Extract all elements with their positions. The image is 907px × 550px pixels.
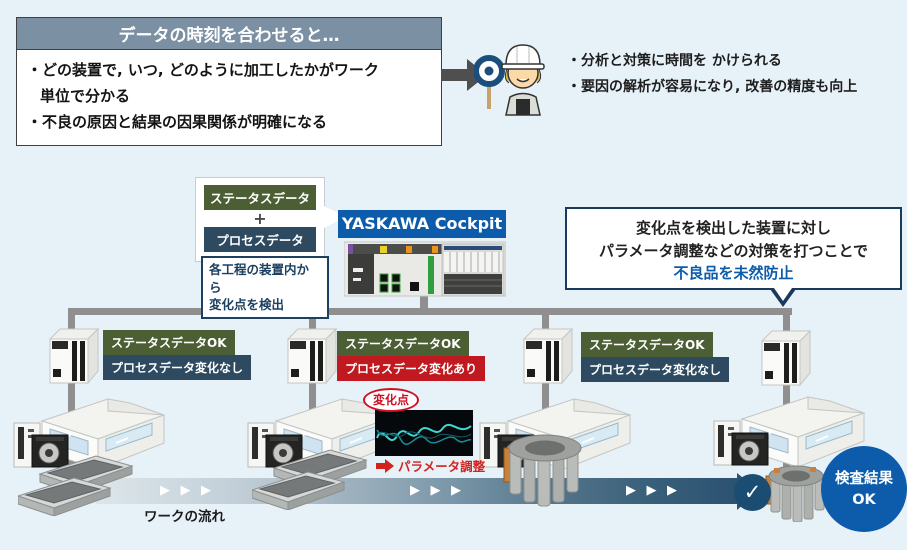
status-data-tag: ステータスデータ <box>204 185 316 210</box>
flow-chevrons-2: ▶ ▶ ▶ <box>410 483 465 498</box>
process-data-tag: プロセスデータ <box>204 227 316 252</box>
benefit-bullet-1-line-1: ・どの装置で, いつ, どのように加工したかがワーク <box>27 61 379 79</box>
machine-3-process-badge: プロセスデータ変化なし <box>581 357 730 382</box>
benefit-box-body: ・どの装置で, いつ, どのように加工したかがワーク 単位で分かる ・不良の原因… <box>16 50 442 147</box>
machine-1-status-badge: ステータスデータOK <box>103 330 235 355</box>
countermeasure-callout: 変化点を検出した装置に対し パラメータ調整などの対策を打つことで 不良品を未然防… <box>565 207 902 290</box>
drop-line-1 <box>68 315 75 465</box>
workpiece-stator-icon <box>762 460 830 522</box>
red-arrow-icon <box>376 459 394 473</box>
controller-2-icon <box>284 325 338 385</box>
workpiece-trays-1-icon <box>18 448 136 516</box>
callout-line-1: 変化点を検出した装置に対し <box>635 219 831 237</box>
inspection-result-line-2: OK <box>852 492 876 509</box>
worker-benefit-1: ・分析と対策に時間を かけられる <box>567 53 782 69</box>
waveform-scope <box>375 410 473 456</box>
cockpit-title: YASKAWA Cockpit <box>338 210 506 238</box>
drop-line-3 <box>542 315 549 500</box>
benefit-bullet-1-line-2: 単位で分かる <box>40 86 131 105</box>
cockpit-drop-line <box>420 295 428 308</box>
callout-line-2: パラメータ調整などの対策を打つことで <box>598 241 869 260</box>
workpiece-trays-2-icon <box>252 442 370 510</box>
parameter-adjust-label: パラメータ調整 <box>398 459 486 474</box>
work-flow-label: ワークの流れ <box>144 509 225 525</box>
pass-check-badge: ✓ <box>734 474 771 511</box>
parameter-adjust-action: パラメータ調整 <box>376 456 485 475</box>
worker-benefit-2: ・要因の解析が容易になり, 改善の精度も向上 <box>567 79 858 95</box>
benefit-bullet-2: ・不良の原因と結果の因果関係が明確になる <box>27 112 328 131</box>
callout-pointer <box>774 288 792 301</box>
data-types-bubble: ステータスデータ + プロセスデータ <box>195 177 346 262</box>
network-bus-line <box>68 308 792 315</box>
change-point-badge: 変化点 <box>363 388 419 412</box>
plus-icon: + <box>253 209 267 228</box>
benefit-box-title: データの時刻を合わせると… <box>16 17 442 50</box>
inspection-result-badge: 検査結果 OK <box>821 446 907 532</box>
waveform-icon <box>376 423 472 445</box>
controller-4-icon <box>758 327 812 387</box>
flow-chevrons-1: ▶ ▶ ▶ <box>160 483 215 498</box>
machine-1-labels: ステータスデータOK プロセスデータ変化なし <box>103 330 252 380</box>
callout-highlight: 不良品を未然防止 <box>673 264 794 282</box>
benefit-box: データの時刻を合わせると… ・どの装置で, いつ, どのように加工したかがワーク… <box>16 17 442 147</box>
controller-1-icon <box>46 325 100 385</box>
machine-2-process-badge: プロセスデータ変化あり <box>337 356 486 381</box>
work-flow-band <box>96 478 737 504</box>
machine-2-status-badge: ステータスデータOK <box>337 331 469 356</box>
change-detect-line-1: 各工程の装置内から <box>209 262 310 295</box>
machine-1-process-badge: プロセスデータ変化なし <box>103 355 252 380</box>
controller-3-icon <box>520 325 574 385</box>
worker-with-ok-sign-icon <box>474 33 566 117</box>
change-detect-note: 各工程の装置内から 変化点を検出 <box>201 256 329 319</box>
worker-benefits: ・分析と対策に時間を かけられる ・要因の解析が容易になり, 改善の精度も向上 <box>567 48 857 100</box>
machine-3-labels: ステータスデータOK プロセスデータ変化なし <box>581 332 730 382</box>
workpiece-gear-icon <box>498 424 592 508</box>
machine-3-status-badge: ステータスデータOK <box>581 332 713 357</box>
inspection-result-line-1: 検査結果 <box>835 471 893 487</box>
machine-2-labels: ステータスデータOK プロセスデータ変化あり <box>337 331 486 381</box>
cockpit-hardware-icon <box>344 240 506 298</box>
drop-line-2 <box>309 315 316 465</box>
change-detect-line-2: 変化点を検出 <box>209 297 285 312</box>
flow-chevrons-3: ▶ ▶ ▶ <box>626 483 681 498</box>
